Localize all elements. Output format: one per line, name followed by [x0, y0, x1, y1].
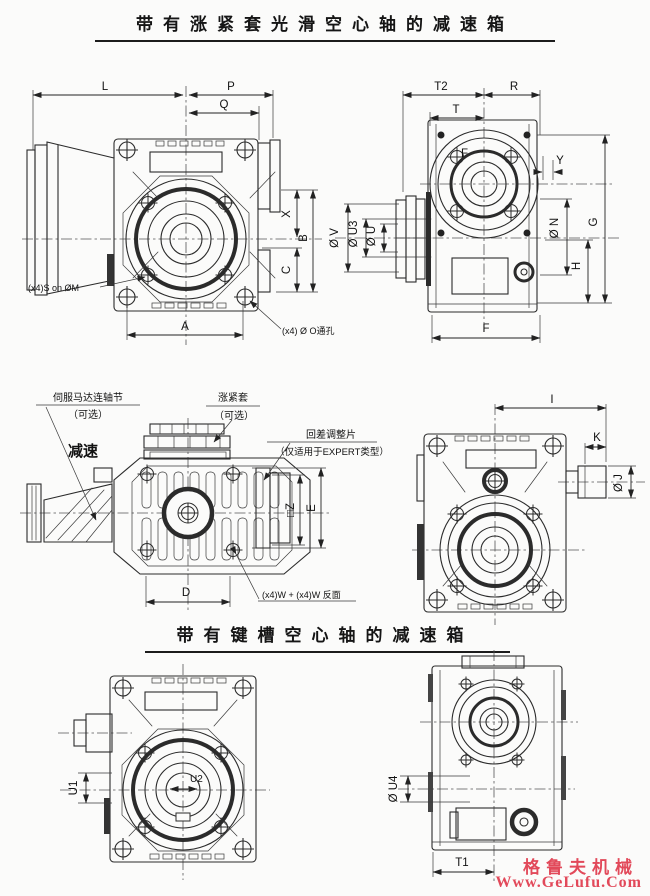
- output-shaft: [565, 465, 607, 499]
- dim-label-H: H: [571, 262, 583, 270]
- dim-label-R: R: [510, 81, 518, 93]
- watermark-site: Www.GeLufu.Com: [495, 874, 642, 891]
- view-bottom-front: U1 U2: [58, 664, 270, 880]
- view-top-front: L P Q A X B C (x4)S on ØM (x4) Ø O通孔: [22, 81, 335, 345]
- title-bottom-underline: [145, 651, 510, 653]
- callout-shrink-disc: 涨紧套: [218, 391, 248, 404]
- dim-label-D: D: [182, 587, 190, 599]
- callout-backlash-shim: 回差调整片: [306, 428, 356, 441]
- dim-label-I: I: [550, 394, 553, 406]
- keyway: [175, 812, 191, 822]
- callout-through-holes: (x4) Ø O通孔: [282, 326, 335, 336]
- dim-label-U3: Ø U3: [348, 221, 360, 248]
- dim-label-X: X: [281, 210, 293, 218]
- dim-label-U4: Ø U4: [388, 775, 400, 802]
- note-w-screws: (x4)W + (x4)W 反面: [262, 590, 341, 600]
- shrink-disc-stack: [395, 195, 432, 283]
- view-mid-side: I K Ø J: [412, 394, 645, 625]
- servo-coupling: [26, 467, 113, 543]
- page-title-shrink-disc-hollow-shaft: 带有涨紧套光滑空心轴的减速箱: [136, 15, 514, 34]
- dim-label-U1: U1: [68, 781, 80, 796]
- face-mark-label: F: [461, 148, 468, 160]
- dim-label-K: K: [593, 432, 601, 444]
- dim-label-Y: Y: [556, 155, 564, 167]
- dim-label-Q: Q: [220, 99, 229, 111]
- title-top-underline: [95, 40, 555, 42]
- callout-shrink-disc-note: （可选）: [214, 409, 254, 422]
- view-top-side: T2 R T Y Ø N H G F Ø V Ø U3 Ø U F: [329, 81, 620, 343]
- vent-slots: [454, 435, 533, 610]
- dim-label-F: F: [482, 323, 489, 335]
- dim-label-V: Ø V: [329, 228, 341, 248]
- dim-label-U2: U2: [190, 774, 203, 785]
- vent-slots: [149, 677, 227, 860]
- dim-label-L: L: [102, 81, 109, 93]
- watermark-brand: 格鲁夫机械: [523, 858, 638, 877]
- dim-label-G: G: [588, 217, 600, 226]
- callout-servo-coupling-note: （可选）: [68, 408, 108, 421]
- vent-slots: [151, 140, 227, 309]
- edge-tabs: [428, 674, 566, 812]
- dim-label-P: P: [227, 81, 235, 93]
- dim-label-J: Ø J: [613, 474, 625, 492]
- dim-label-C: C: [281, 266, 293, 274]
- reduction-direction-label: 减速: [68, 442, 98, 460]
- callout-servo-coupling: 伺服马达连轴节: [53, 391, 123, 404]
- dim-label-A: A: [181, 321, 189, 333]
- corner-screws: [437, 131, 531, 237]
- dim-label-B: B: [298, 234, 310, 242]
- dim-label-T2: T2: [434, 81, 447, 93]
- dim-label-T: T: [452, 104, 459, 116]
- page-title-keyed-hollow-shaft: 带有键槽空心轴的减速箱: [176, 626, 474, 645]
- dim-label-U: Ø U: [366, 226, 378, 246]
- dim-label-Z: □Z: [285, 503, 297, 517]
- view-mid-top: 减速 伺服马达连轴节 （可选） 涨紧套 （可选） 回差调整片 （仅适用于EXPE…: [20, 391, 389, 612]
- view-bottom-side: Ø U4 T1: [388, 650, 578, 882]
- callout-screws-on-bolt-circle: (x4)S on ØM: [28, 283, 79, 293]
- shrink-disc-top: [143, 423, 231, 460]
- callout-backlash-shim-note: （仅适用于EXPERT类型）: [275, 446, 389, 458]
- dim-label-N: Ø N: [549, 218, 561, 238]
- dim-label-T1: T1: [455, 857, 468, 869]
- dim-label-E: E: [306, 504, 318, 512]
